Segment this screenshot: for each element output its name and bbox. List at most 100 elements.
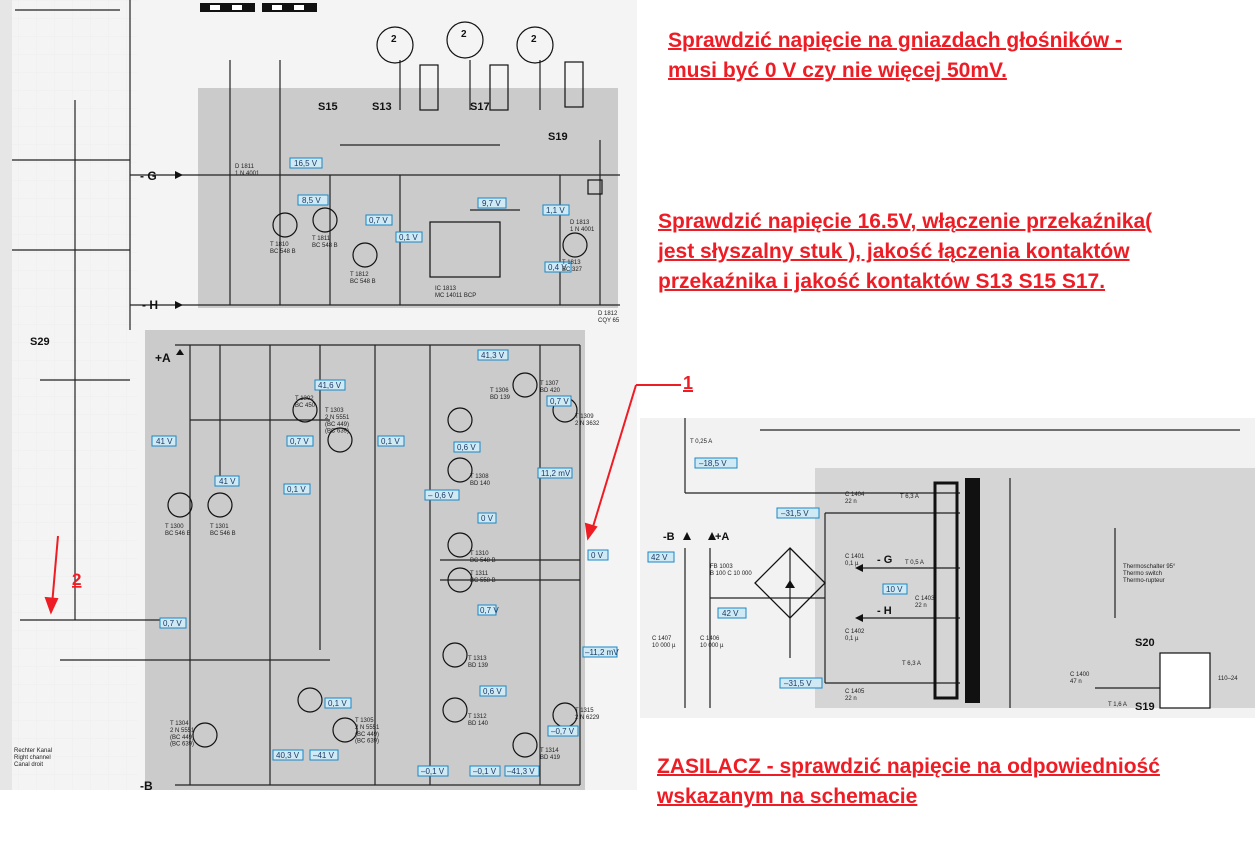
svg-text:–41 V: –41 V	[313, 751, 335, 760]
svg-text:41 V: 41 V	[156, 437, 173, 446]
note-speaker-voltage: Sprawdzić napięcie na gniazdach głośnikó…	[668, 29, 1122, 82]
svg-text:0,1 V: 0,1 V	[399, 233, 418, 242]
rail-g-label: - G	[140, 169, 157, 183]
svg-text:42 V: 42 V	[651, 553, 668, 562]
voltage-tag: 0,1 V	[283, 483, 311, 495]
marker-2: 2	[72, 570, 81, 589]
voltage-tag: 40,3 V	[272, 749, 304, 761]
voltage-tag: 41 V	[151, 435, 177, 447]
voltage-tag: –0,1 V	[417, 765, 449, 777]
voltage-tag: 11,2 mV	[537, 467, 573, 479]
amplifier-schematic-drawing: 222 - G - H +A -B S15 S13 S17 S19	[10, 0, 637, 790]
caption-fuse-2: T 0,5 A	[905, 560, 924, 566]
rail-plus-a-label: +A	[155, 351, 171, 365]
svg-text:0,7 V: 0,7 V	[290, 437, 309, 446]
svg-text:–18,5 V: –18,5 V	[699, 459, 727, 468]
svg-text:–0,1 V: –0,1 V	[421, 767, 445, 776]
switch-s15-label: S15	[318, 101, 338, 113]
switch-s19-psu-label: S19	[1135, 701, 1155, 713]
svg-text:0,7 V: 0,7 V	[369, 216, 388, 225]
relay-coil	[587, 179, 603, 195]
bridge-rectifier	[754, 547, 826, 619]
switch-s17-label: S17	[470, 101, 490, 113]
switch-s19-label: S19	[548, 131, 568, 143]
voltage-tag: 1,1 V	[542, 204, 570, 216]
voltage-tags: 16,5 V 8,5 V 0,7 V 0,1 V 9,7 V 1,1 V 0,4…	[151, 157, 619, 777]
svg-text:8,5 V: 8,5 V	[302, 196, 321, 205]
voltage-tag: 0,7 V	[286, 435, 314, 447]
annotation-arrows	[44, 384, 637, 615]
switch-s13-label: S13	[372, 101, 392, 113]
voltage-tag: 0 V	[587, 549, 609, 561]
svg-text:0,7 V: 0,7 V	[480, 606, 499, 615]
psu-rail-plus-a-label: +A	[715, 531, 729, 543]
voltage-tag: 0,7 V	[546, 395, 572, 407]
psu-rail-g-label: - G	[877, 554, 892, 566]
voltage-tag: –31,5 V	[776, 507, 820, 519]
switch-s29-label: S29	[30, 336, 50, 348]
svg-text:0,6 V: 0,6 V	[483, 687, 502, 696]
voltage-tag: 0,6 V	[479, 685, 507, 697]
voltage-tag: 0,6 V	[453, 441, 481, 453]
voltage-tag: 16,5 V	[289, 157, 323, 169]
binding-strip	[0, 0, 12, 790]
svg-text:42 V: 42 V	[722, 609, 739, 618]
voltage-tag: 0,1 V	[324, 697, 352, 709]
ic1813-box	[429, 221, 501, 278]
svg-text:16,5 V: 16,5 V	[294, 159, 318, 168]
svg-text:41 V: 41 V	[219, 477, 236, 486]
svg-text:2: 2	[461, 29, 467, 40]
note-power-supply: ZASILACZ - sprawdzić napięcie na odpowie…	[657, 755, 1160, 808]
transformer-primary	[933, 481, 959, 700]
voltage-tag: –41 V	[309, 749, 339, 761]
voltage-tag: 10 V	[882, 583, 908, 595]
rail-h-label: - H	[142, 298, 158, 312]
psu-component-captions: T 0,25 A T 6,3 A T 0,5 A T 6,3 A T 1,6 A…	[652, 439, 1238, 708]
voltage-tag: –18,5 V	[694, 457, 738, 469]
voltage-tag: – 0,6 V	[424, 489, 460, 501]
voltage-tag: 0,1 V	[377, 435, 405, 447]
note-relay-check: Sprawdzić napięcie 16.5V, włączenie prze…	[658, 210, 1153, 293]
voltage-tag: 42 V	[717, 607, 747, 619]
power-supply-drawing: -B +A - G - H S20 S19 –18,5 V –31,5 V –3…	[647, 418, 1255, 713]
psu-voltage-tags: –18,5 V –31,5 V –31,5 V 42 V 42 V 10 V	[647, 457, 908, 689]
svg-text:9,7 V: 9,7 V	[482, 199, 501, 208]
svg-text:0,1 V: 0,1 V	[328, 699, 347, 708]
mains-plug	[1159, 652, 1211, 709]
svg-text:41,6 V: 41,6 V	[318, 381, 342, 390]
svg-text:2: 2	[531, 34, 537, 45]
svg-text:41,3 V: 41,3 V	[481, 351, 505, 360]
svg-text:0,1 V: 0,1 V	[287, 485, 306, 494]
voltage-tag: –31,5 V	[779, 677, 823, 689]
voltage-tag: –0,1 V	[469, 765, 501, 777]
svg-text:40,3 V: 40,3 V	[276, 751, 300, 760]
marker-1: 1	[683, 373, 694, 393]
voltage-tag: 41,6 V	[314, 379, 346, 391]
svg-text:11,2 mV: 11,2 mV	[541, 469, 571, 478]
voltage-tag: 41,3 V	[477, 349, 509, 361]
voltage-tag: 0 V	[477, 512, 497, 524]
